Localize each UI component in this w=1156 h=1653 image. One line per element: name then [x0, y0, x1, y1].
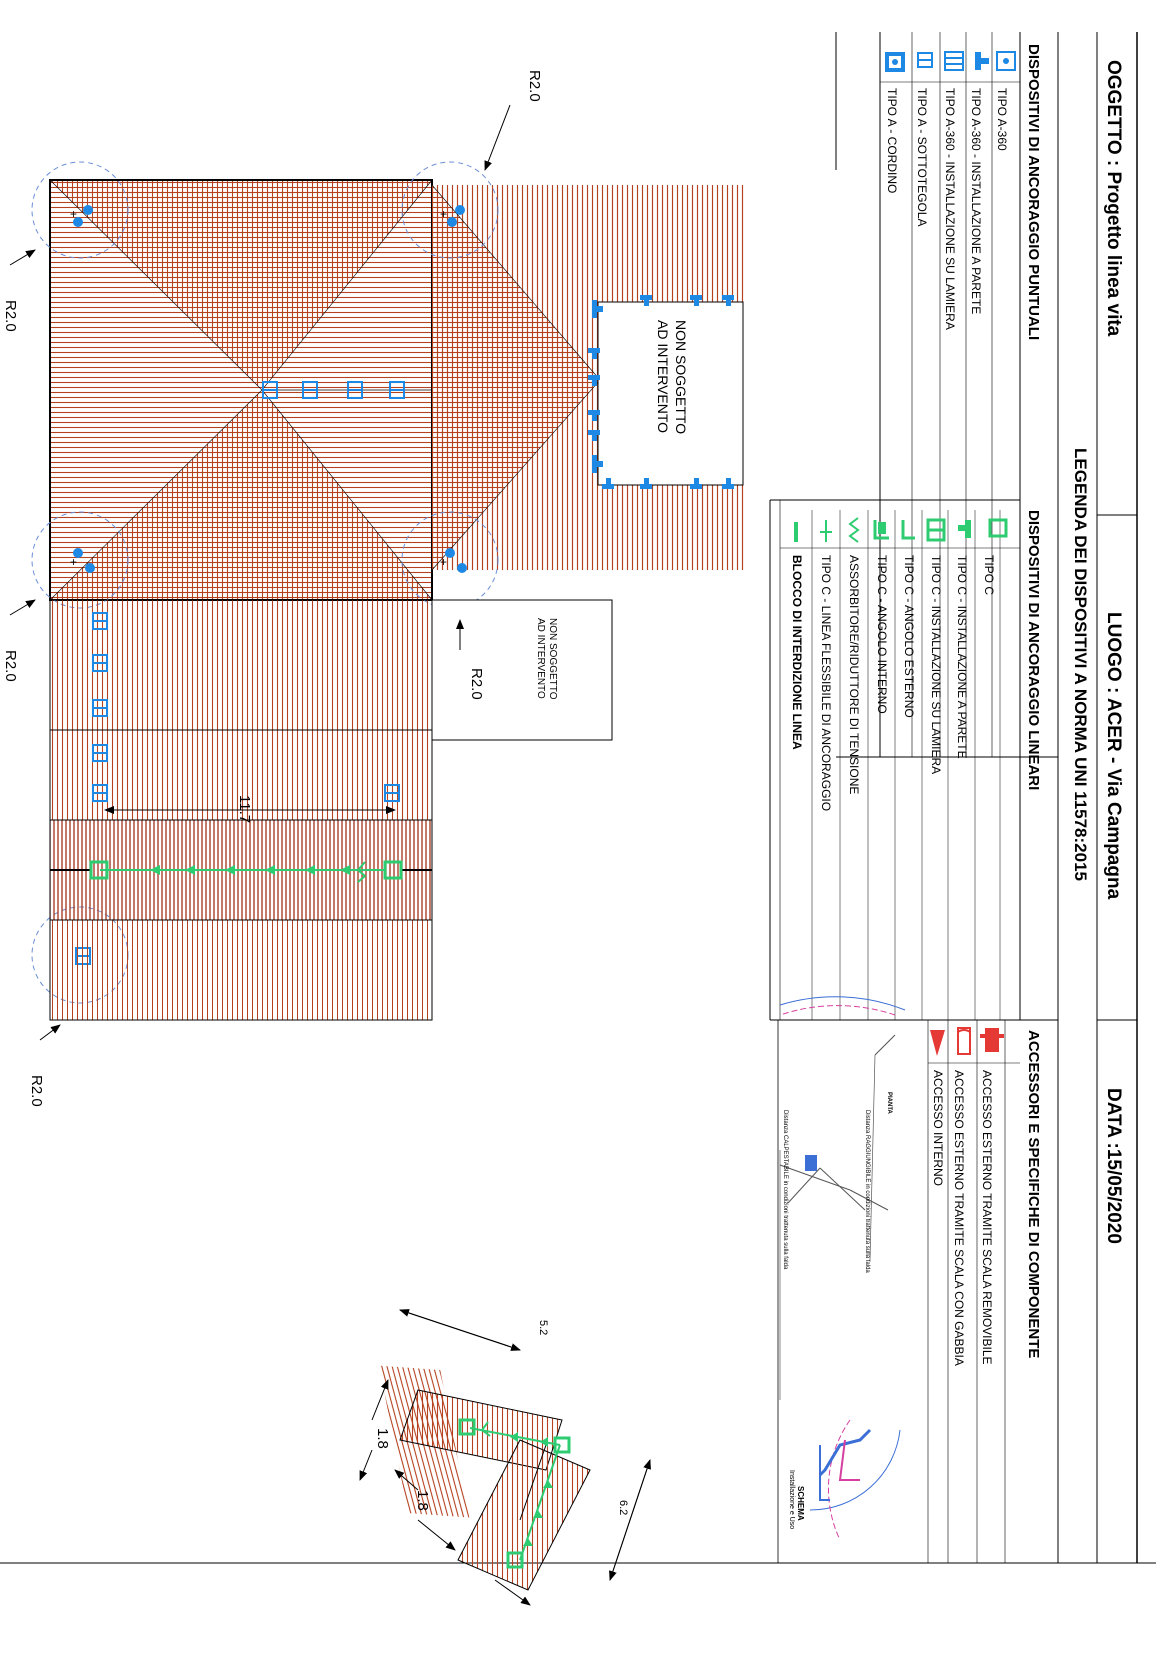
non-subject-area-small	[431, 599, 613, 741]
legend-lines-item-2: TIPO C - INSTALLAZIONE A PARETE	[955, 555, 969, 759]
radius-label-2: R2.0	[2, 300, 19, 332]
under-tile-icon	[347, 381, 363, 399]
type-c-wall-icon	[958, 520, 971, 538]
schema-dist1: Distanza RAGGIUNGIBILE in condizioni tra…	[864, 1110, 870, 1273]
legend-lines: DISPOSITIVI DI ANCORAGGIO LINEARI TIPO C…	[769, 499, 1058, 1021]
under-tile-icon	[302, 381, 318, 399]
schema-anchor-icon	[805, 1155, 817, 1171]
dimension-11-7-label: 11.7	[236, 795, 253, 823]
legend-points-item-4: TIPO A - SOTTOTEGOLA	[915, 88, 929, 226]
type-c-icon	[988, 518, 1008, 538]
title-block: OGGETTO : Progetto linea vita LUOGO : AC…	[1057, 32, 1138, 1563]
under-tile-icon	[389, 381, 405, 399]
legend-access-item-2: ACCESSO ESTERNO TRAMITE SCALA CON GABBIA	[952, 1070, 966, 1366]
legend-points-item-5: TIPO A - CORDINO	[885, 88, 899, 193]
schema-pianta: PIANTA	[886, 1092, 892, 1115]
under-tile-icon	[262, 381, 278, 399]
legend-lines-item-4: TIPO C - ANGOLO ESTERNO	[902, 555, 916, 718]
removable-ladder-icon	[980, 1028, 1004, 1052]
ridge-anchors	[262, 381, 405, 399]
legend-title: LEGENDA DEI DISPOSITIVI A NORMA UNI 1157…	[1071, 448, 1090, 881]
cage-ladder-icon	[957, 1027, 971, 1055]
radius-label-3: R2.0	[2, 650, 19, 682]
l-roof: 5.2 6.2 1.8 1.8	[359, 1309, 651, 1606]
external-corner-icon	[901, 520, 915, 540]
location: LUOGO : ACER - Via Campagna	[1103, 612, 1124, 900]
lifeline-main	[50, 860, 432, 883]
legend-points: DISPOSITIVI DI ANCORAGGIO PUNTUALI TIPO …	[835, 32, 1058, 758]
roof-plan: NON SOGGETTO AD INTERVENTO	[2, 70, 745, 1107]
roof-section-3	[50, 730, 432, 820]
non-subject-label-1: NON SOGGETTO	[673, 320, 689, 434]
under-tile-column	[92, 612, 400, 802]
legend-points-item-2: TIPO A-360 - INSTALLAZIONE A PARETE	[969, 88, 983, 314]
dimension-11-7: 11.7	[104, 795, 396, 823]
internal-access-icon	[930, 1030, 945, 1056]
sheet-mount-icon	[944, 51, 964, 71]
l-dim-1-8a: 1.8	[374, 1428, 391, 1449]
l-roof-wing-2	[457, 1439, 591, 1591]
legend-access-item-1: ACCESSO ESTERNO TRAMITE SCALA REMOVIBILE	[980, 1070, 994, 1365]
svg-text:+: +	[70, 555, 77, 569]
legend-lines-heading: DISPOSITIVI DI ANCORAGGIO LINEARI	[1025, 510, 1042, 790]
legend-lines-item-7: TIPO C - LINEA FLESSIBILE DI ANCORAGGIO	[819, 555, 833, 811]
svg-text:+: +	[440, 555, 447, 569]
roof-section-5	[50, 920, 432, 1020]
legend-access-item-3: ACCESSO INTERNO	[931, 1070, 945, 1186]
legend-points-item-1: TIPO A-360	[995, 88, 1009, 151]
schema-figure-icon	[818, 1428, 872, 1501]
schema-title: SCHEMA	[796, 1486, 805, 1521]
non-subject-small-2: AD INTERVENTO	[535, 618, 546, 699]
radius-labels: R2.0 R2.0 R2.0 R2.0 R2.0	[2, 70, 543, 1107]
legend-points-heading: DISPOSITIVI DI ANCORAGGIO PUNTUALI	[1025, 44, 1042, 340]
absorber-icon	[848, 517, 860, 543]
wall-mount-icon	[975, 52, 989, 70]
installation-schema: PIANTA Distanza RAGGIUNGIBILE in condizi…	[779, 996, 906, 1541]
l-dim-6-2: 6.2	[617, 1500, 629, 1515]
l-dim-1-8b: 1.8	[414, 1490, 431, 1511]
legend-lines-item-5: TIPO C - ANGOLO INTERNO	[875, 555, 889, 714]
legend-access-heading: ACCESSORI E SPECIFICHE DI COMPONENTE	[1025, 1030, 1042, 1358]
non-subject-small-1: NON SOGGETTO	[547, 618, 558, 700]
under-tile-icon	[917, 52, 933, 68]
legend-access: ACCESSORI E SPECIFICHE DI COMPONENTE ACC…	[777, 1020, 1042, 1563]
wall-mount-row	[588, 295, 734, 489]
date: DATA :15/05/2020	[1103, 1088, 1124, 1244]
svg-text:+: +	[70, 207, 77, 221]
radius-label-4: R2.0	[468, 668, 485, 700]
non-subject-label-2: AD INTERVENTO	[655, 320, 671, 433]
project-title: OGGETTO : Progetto linea vita	[1103, 60, 1124, 337]
cord-icon	[885, 52, 905, 72]
anchor-point-icon	[996, 51, 1016, 71]
legend-lines-item-8: BLOCCO DI INTERDIZIONE LINEA	[790, 555, 804, 750]
schema-subtitle: Installazione e Uso	[788, 1470, 795, 1529]
roof-section-2	[50, 600, 432, 730]
type-c-sheet-icon	[926, 518, 946, 542]
flexible-line-icon	[820, 520, 832, 542]
legend-lines-item-6: ASSORBITORE/RIDUTTORE DI TENSIONE	[847, 555, 861, 794]
l-dim-5-2: 5.2	[537, 1320, 549, 1335]
radius-label-5: R2.0	[28, 1075, 45, 1107]
svg-text:+: +	[440, 207, 447, 221]
non-subject-area	[597, 301, 744, 486]
legend-points-item-3: TIPO A-360 - INSTALLAZIONE SU LAMIERA	[943, 88, 957, 330]
internal-corner-icon	[873, 520, 889, 540]
radius-label-1: R2.0	[526, 70, 543, 102]
legend-lines-item-1: TIPO C	[982, 555, 996, 595]
legend-lines-item-3: TIPO C - INSTALLAZIONE SU LAMIERA	[929, 555, 943, 774]
schema-dist2: Distanza CALPESTABILE in condizioni trat…	[782, 1110, 788, 1270]
